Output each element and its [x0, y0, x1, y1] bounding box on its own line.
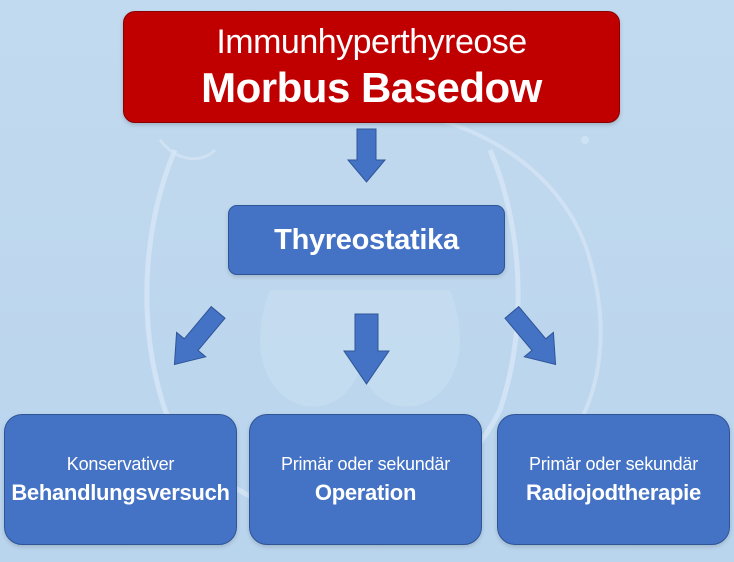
down-left-arrow-icon [173, 305, 226, 366]
diagnosis-subtitle: Immunhyperthyreose [216, 23, 527, 61]
option-line2: Behandlungsversuch [11, 479, 230, 505]
option-line2: Radiojodtherapie [526, 479, 701, 505]
conservative-treatment-box: Konservativer Behandlungsversuch [4, 414, 237, 545]
down-arrow-center-icon [343, 313, 390, 385]
diagnosis-box: Immunhyperthyreose Morbus Basedow [123, 11, 620, 123]
down-arrow-icon [346, 128, 387, 183]
down-right-arrow-icon [504, 305, 557, 366]
radioiodine-therapy-box: Primär oder sekundär Radiojodtherapie [497, 414, 730, 545]
first-line-therapy-label: Thyreostatika [274, 224, 459, 256]
option-line1: Konservativer [66, 453, 175, 474]
diagnosis-title: Morbus Basedow [201, 64, 542, 111]
option-line1: Primär oder sekundär [528, 453, 699, 474]
option-line2: Operation [314, 479, 417, 505]
operation-box: Primär oder sekundär Operation [249, 414, 482, 545]
first-line-therapy-box: Thyreostatika [228, 205, 505, 275]
option-line1: Primär oder sekundär [280, 453, 451, 474]
